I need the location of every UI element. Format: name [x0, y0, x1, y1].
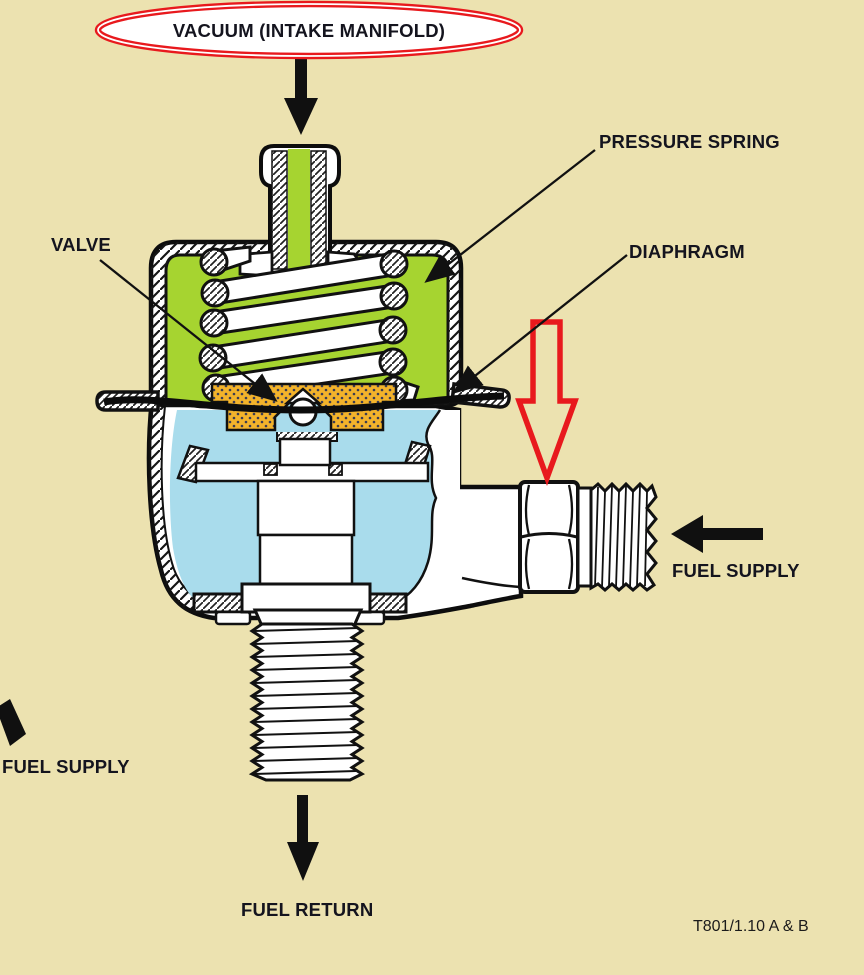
valve-stem-top [278, 437, 332, 467]
fuel-supply-left-label: FUEL SUPPLY [2, 756, 130, 777]
vacuum-callout-ellipse-inner [97, 3, 521, 57]
diaphragm-label: DIAPHRAGM [629, 241, 745, 262]
return-thread-lines [253, 627, 359, 775]
hex-facets [524, 484, 574, 590]
valve-label: VALVE [51, 234, 111, 255]
callouts: VACUUM (INTAKE MANIFOLD) PRESSURE SPRING… [2, 0, 809, 935]
casting-edge [395, 409, 442, 604]
valve-leader [99, 259, 278, 402]
fuel-return-label: FUEL RETURN [241, 899, 373, 920]
valve-stem-mid [256, 479, 356, 537]
hex-fitting [518, 480, 580, 594]
vacuum-label: VACUUM (INTAKE MANIFOLD) [173, 20, 445, 41]
oring-right [328, 463, 343, 476]
diaphragm-leader [452, 254, 628, 394]
valve-stem-low [258, 533, 354, 587]
pressure-spring-label: PRESSURE SPRING [599, 131, 780, 152]
figure-reference: T801/1.10 A & B [693, 918, 809, 935]
pressure-spring-leader [424, 149, 596, 283]
return-collar [240, 582, 372, 614]
fuel-return-arrow [287, 795, 319, 881]
flow-arrows [0, 57, 763, 881]
return-threads [248, 622, 366, 782]
outlet-inner-line [461, 576, 521, 589]
vacuum-flow-arrow [284, 57, 318, 135]
supply-thread-lines [594, 485, 648, 589]
foot-left [214, 610, 252, 626]
pressure-highlight-arrow [515, 319, 579, 487]
oring-left [263, 463, 278, 476]
fuel-supply-right-label: FUEL SUPPLY [672, 560, 800, 581]
hex-seam [520, 532, 578, 539]
stem-wall-hatch-left [271, 150, 288, 270]
casting-fill [396, 410, 460, 602]
diaphragm-membrane [103, 392, 505, 414]
fuel-supply-arrow [671, 515, 763, 553]
hex-collar [576, 486, 593, 588]
fuel-supply-left-arrow [0, 699, 26, 746]
stem-wall-hatch-right [310, 150, 327, 270]
vacuum-passage [288, 149, 310, 276]
